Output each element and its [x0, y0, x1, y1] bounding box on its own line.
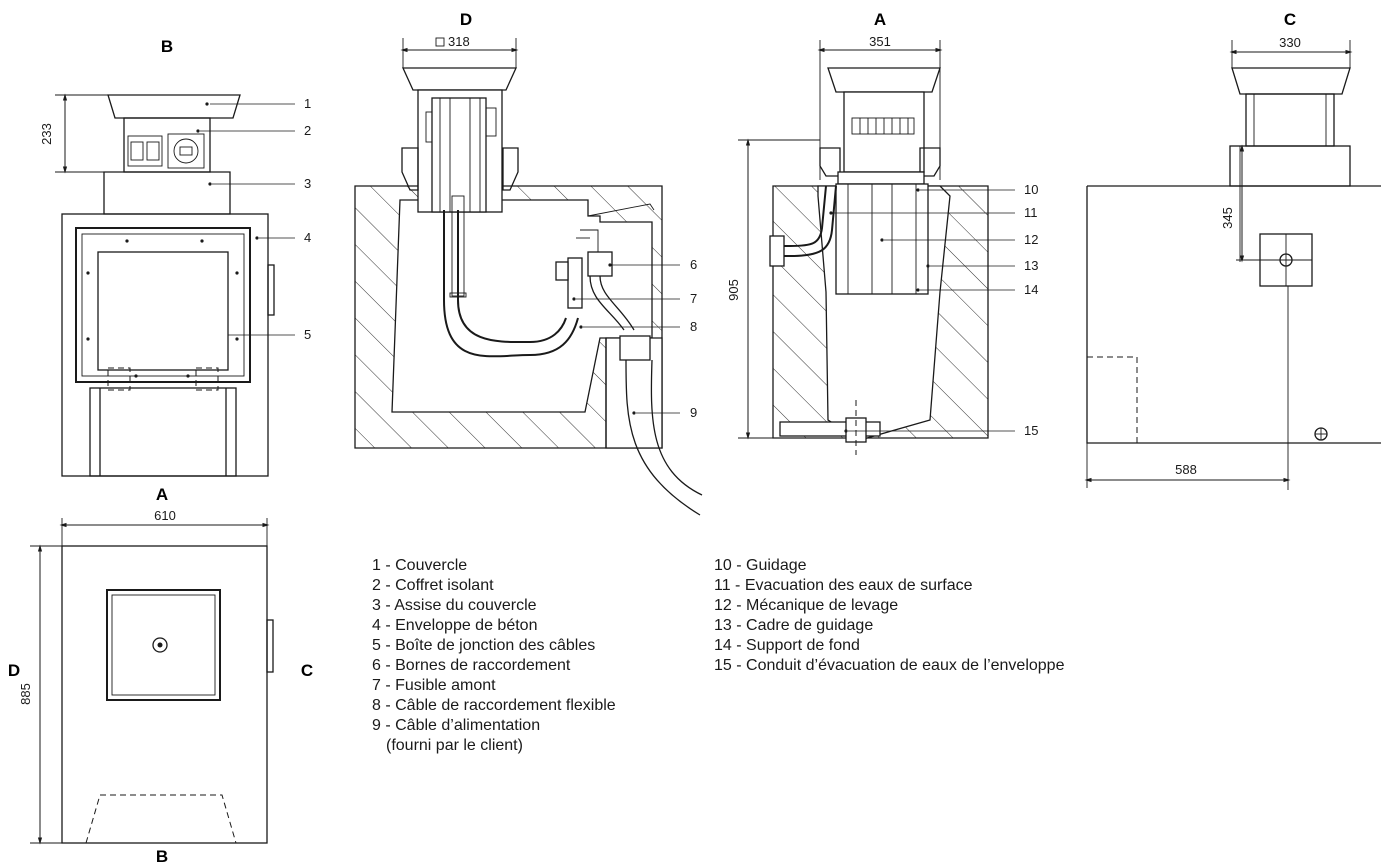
legend-item-9: 9 - Câble d’alimentation — [372, 717, 541, 734]
socket-outlet-left — [127, 135, 163, 167]
dim-610: 610 — [154, 508, 176, 523]
view-label-b-top: B — [161, 37, 173, 56]
section-d: D 318 — [354, 10, 703, 516]
legend-item-4: 4 - Enveloppe de béton — [372, 617, 538, 634]
legend-item-1: 1 - Couvercle — [372, 557, 468, 574]
legend-item-12: 12 - Mécanique de levage — [714, 597, 899, 614]
dim-351: 351 — [869, 34, 891, 49]
callout-8: 8 — [690, 319, 697, 334]
view-label-a: A — [874, 10, 886, 29]
callout-14: 14 — [1024, 282, 1038, 297]
lid-seat — [103, 171, 231, 215]
legend-item-14: 14 - Support de fond — [714, 637, 860, 654]
view-label-c: C — [1284, 10, 1296, 29]
callout-4: 4 — [304, 230, 311, 245]
legend-item-15: 15 - Conduit d’évacuation de eaux de l’e… — [714, 657, 1065, 674]
legend-item-2: 2 - Coffret isolant — [372, 577, 494, 594]
dim-233: 233 — [39, 123, 54, 145]
socket-outlet-right — [167, 133, 205, 169]
callout-11: 11 — [1024, 205, 1038, 220]
view-label-b-plan: B — [156, 847, 168, 865]
dim-885: 885 — [18, 683, 33, 705]
dim-318: 318 — [448, 34, 470, 49]
callout-13: 13 — [1024, 258, 1038, 273]
callout-5: 5 — [304, 327, 311, 342]
cable-junction-box — [97, 251, 229, 371]
legend-left: 1 - Couvercle 2 - Coffret isolant 3 - As… — [372, 556, 616, 756]
legend-item-10: 10 - Guidage — [714, 557, 807, 574]
legend-item-13: 13 - Cadre de guidage — [714, 617, 874, 634]
view-label-d: D — [460, 10, 472, 29]
view-c-side: C 330 345 588 — [1084, 10, 1381, 490]
concrete-envelope-front — [61, 213, 269, 477]
dim-330: 330 — [1279, 35, 1301, 50]
callout-6: 6 — [690, 257, 697, 272]
callout-2: 2 — [304, 123, 311, 138]
dim-588: 588 — [1175, 462, 1197, 477]
legend-item-3: 3 - Assise du couvercle — [372, 597, 537, 614]
callout-9: 9 — [690, 405, 697, 420]
legend-item-5: 5 - Boîte de jonction des câbles — [372, 637, 596, 654]
plan-view: A 610 885 D C B — [8, 485, 313, 865]
legend-item-7: 7 - Fusible amont — [372, 677, 496, 694]
callout-12: 12 — [1024, 232, 1038, 247]
dim-905: 905 — [726, 279, 741, 301]
plan-outline — [61, 545, 268, 844]
legend-item-8: 8 - Câble de raccordement flexible — [372, 697, 616, 714]
legend-right: 10 - Guidage 11 - Evacuation des eaux de… — [714, 556, 1064, 676]
lid-shape — [107, 94, 241, 119]
legend-item-11: 11 - Evacuation des eaux de surface — [714, 577, 973, 594]
callout-7: 7 — [690, 291, 697, 306]
view-label-c-plan: C — [301, 661, 313, 680]
legend-item-9-note: (fourni par le client) — [386, 737, 523, 754]
callout-15: 15 — [1024, 423, 1038, 438]
legend-item-6: 6 - Bornes de raccordement — [372, 657, 571, 674]
section-a: A 351 — [726, 10, 1038, 455]
insulating-box — [123, 117, 211, 173]
callout-1: 1 — [304, 96, 311, 111]
callout-3: 3 — [304, 176, 311, 191]
callout-10: 10 — [1024, 182, 1038, 197]
view-b-elevation: B 233 1 2 — [39, 37, 311, 477]
view-label-a-plan: A — [156, 485, 168, 504]
dim-345: 345 — [1220, 207, 1235, 229]
view-label-d-plan: D — [8, 661, 20, 680]
